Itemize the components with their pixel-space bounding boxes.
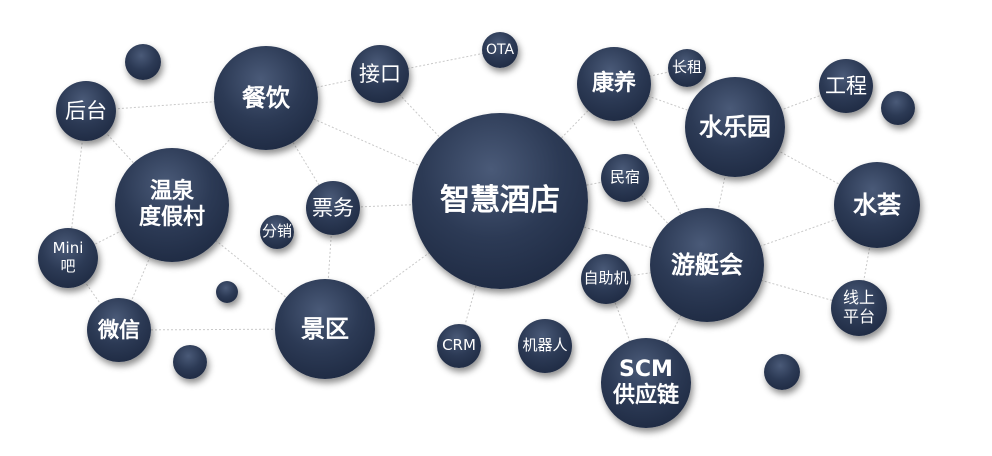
node-canyin: 餐饮 bbox=[214, 46, 318, 150]
decorative-dot bbox=[764, 354, 800, 390]
node-label: 票务 bbox=[312, 195, 354, 220]
node-zizhuji: 自助机 bbox=[581, 254, 631, 304]
node-label: 微信 bbox=[98, 317, 140, 342]
node-fenxiao: 分销 bbox=[260, 215, 294, 249]
node-label: CRM bbox=[442, 336, 476, 355]
node-label: 工程 bbox=[825, 73, 867, 98]
decorative-dot bbox=[216, 281, 238, 303]
node-crm: CRM bbox=[437, 324, 481, 368]
node-shuileyuan: 水乐园 bbox=[685, 77, 785, 177]
decorative-dot bbox=[173, 345, 207, 379]
node-label: 长租 bbox=[671, 58, 702, 77]
node-shuiyun: 水荟 bbox=[834, 162, 920, 248]
node-label: 民宿 bbox=[609, 168, 640, 187]
node-label: 餐饮 bbox=[242, 83, 290, 112]
node-label: 线上 平台 bbox=[842, 288, 875, 326]
node-label: 温泉 度假村 bbox=[138, 179, 205, 230]
link-shuileyuan-shuiyun bbox=[734, 126, 878, 206]
node-label: 智慧酒店 bbox=[440, 183, 560, 219]
node-label: Mini 吧 bbox=[52, 239, 84, 275]
node-jiekou: 接口 bbox=[351, 45, 409, 103]
node-jiqiren: 机器人 bbox=[518, 319, 572, 373]
node-hub: 智慧酒店 bbox=[412, 113, 588, 289]
node-label: 游艇会 bbox=[671, 250, 743, 279]
node-label: 机器人 bbox=[522, 336, 568, 355]
node-minsu: 民宿 bbox=[601, 154, 649, 202]
node-weixin: 微信 bbox=[87, 298, 151, 362]
node-wenquan: 温泉 度假村 bbox=[115, 148, 229, 262]
node-changzu: 长租 bbox=[668, 49, 706, 87]
node-label: OTA bbox=[485, 41, 515, 58]
node-label: 接口 bbox=[359, 61, 401, 86]
decorative-dot bbox=[881, 91, 915, 125]
node-label: 后台 bbox=[65, 98, 107, 123]
node-gongcheng: 工程 bbox=[819, 59, 873, 113]
node-youtinghui: 游艇会 bbox=[650, 208, 764, 322]
node-label: 康养 bbox=[591, 71, 636, 97]
node-kangyang: 康养 bbox=[577, 47, 651, 121]
node-label: 水荟 bbox=[853, 190, 901, 219]
node-houtai: 后台 bbox=[56, 81, 116, 141]
node-scm: SCM 供应链 bbox=[601, 338, 691, 428]
node-mini: Mini 吧 bbox=[38, 228, 98, 288]
decorative-dot bbox=[125, 44, 161, 80]
node-label: 分销 bbox=[261, 222, 292, 241]
node-jingqu: 景区 bbox=[275, 279, 375, 379]
node-label: 水乐园 bbox=[699, 112, 771, 141]
node-piaowu: 票务 bbox=[306, 181, 360, 235]
node-xianshang: 线上 平台 bbox=[831, 280, 887, 336]
node-label: 自助机 bbox=[583, 269, 629, 288]
node-label: 景区 bbox=[301, 314, 349, 343]
node-label: SCM 供应链 bbox=[612, 357, 679, 408]
node-ota: OTA bbox=[482, 32, 518, 68]
